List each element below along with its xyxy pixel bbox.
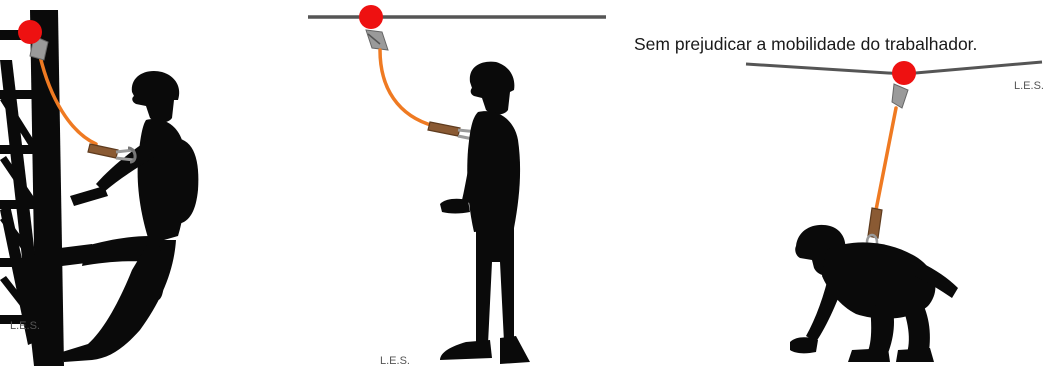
shock-absorber-2 xyxy=(428,122,460,136)
climbing-worker-silhouette xyxy=(60,71,198,362)
author-signature-3: L.E.S. xyxy=(1014,80,1044,92)
snap-hook-anchor-2 xyxy=(366,30,388,50)
lanyard-2 xyxy=(380,50,434,126)
caption-text: Sem prejudicar a mobilidade do trabalhad… xyxy=(634,34,977,55)
ladder-structure xyxy=(0,10,64,366)
anchor-point-3 xyxy=(892,61,916,85)
lanyard-3 xyxy=(876,108,896,210)
crouching-worker-silhouette xyxy=(790,225,958,362)
shock-absorber-1 xyxy=(88,144,118,158)
author-signature-2: L.E.S. xyxy=(380,355,410,367)
author-signature-1: L.E.S. xyxy=(10,320,40,332)
anchor-point-1 xyxy=(18,20,42,44)
standing-worker-silhouette xyxy=(440,62,530,364)
snap-hook-anchor-3 xyxy=(892,84,908,108)
shock-absorber-3 xyxy=(868,208,882,238)
anchor-point-2 xyxy=(359,5,383,29)
